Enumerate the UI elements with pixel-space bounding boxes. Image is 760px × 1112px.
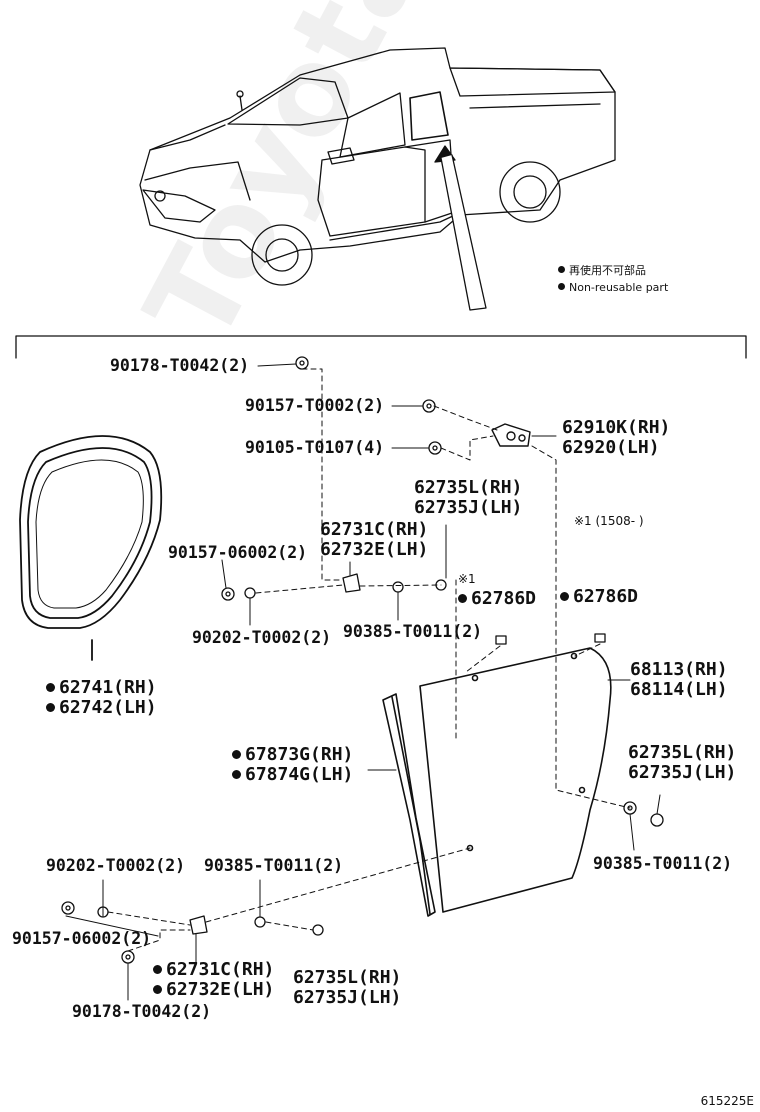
part-62910k: 62910K(RH) (562, 417, 671, 438)
part-label-62731c-a[interactable]: 62731C(RH) 62732E(LH) (320, 520, 428, 560)
part-label-62910k-62920[interactable]: 62910K(RH) 62920(LH) (562, 418, 670, 458)
part-62735l-b: 62735L(RH) (628, 742, 737, 763)
part-62732e-a: 62732E(LH) (320, 539, 429, 560)
part-62735j-a: 62735J(LH) (414, 497, 523, 518)
part-62731c-a: 62731C(RH) (320, 519, 429, 540)
part-label-90385-b[interactable]: 90385-T0011(2) (593, 854, 733, 873)
part-label-62731c-b[interactable]: 62731C(RH) 62732E(LH) (153, 960, 274, 1000)
part-62731c-b: 62731C(RH) (153, 960, 274, 980)
non-reusable-dot-icon (153, 965, 162, 974)
legend-en-text: Non-reusable part (569, 281, 669, 294)
dashed-assembly-lines (107, 368, 631, 952)
part-label-62786d-b[interactable]: 62786D (560, 587, 638, 607)
legend-en: Non-reusable part (558, 281, 668, 294)
part-62735j-b: 62735J(LH) (628, 762, 737, 783)
part-label-90157-06002-a[interactable]: 90157-06002(2) (168, 543, 308, 562)
non-reusable-dot-icon (153, 985, 162, 994)
part-label-90105[interactable]: 90105-T0107(4) (245, 438, 385, 457)
part-67873g: 67873G(RH) (232, 745, 353, 765)
non-reusable-dot-icon (232, 770, 241, 779)
note-text: ※1 (1508- ) (574, 514, 644, 528)
part-68114: 68114(LH) (630, 679, 728, 700)
non-reusable-dot-icon (46, 703, 55, 712)
part-62735l-a: 62735L(RH) (414, 477, 523, 498)
part-label-62735-a[interactable]: 62735L(RH) 62735J(LH) (414, 478, 522, 518)
part-label-62786d-a[interactable]: 62786D (458, 589, 536, 609)
part-label-90202-a[interactable]: 90202-T0002(2) (192, 628, 332, 647)
part-67874g: 67874G(LH) (232, 765, 353, 785)
part-label-67873g-67874g[interactable]: 67873G(RH) 67874G(LH) (232, 745, 353, 785)
non-reusable-dot-icon (46, 683, 55, 692)
part-68113: 68113(RH) (630, 659, 728, 680)
part-label-90157-06002-b[interactable]: 90157-06002(2) (12, 929, 152, 948)
part-label-90385-a[interactable]: 90385-T0011(2) (343, 622, 483, 641)
non-reusable-dot-icon (558, 283, 565, 290)
part-62732e-b: 62732E(LH) (153, 980, 274, 1000)
part-label-62735-b[interactable]: 62735L(RH) 62735J(LH) (628, 743, 736, 783)
non-reusable-dot-icon (558, 266, 565, 273)
door-glass-part (419, 647, 612, 913)
part-62742: 62742(LH) (46, 698, 157, 718)
part-62786d-b: 62786D (573, 586, 639, 607)
part-62741: 62741(RH) (46, 678, 157, 698)
legend-jp-text: 再使用不可部品 (569, 264, 646, 277)
part-label-90178-bottom[interactable]: 90178-T0042(2) (72, 1002, 212, 1021)
division-bar-part (382, 693, 436, 917)
non-reusable-dot-icon (232, 750, 241, 759)
part-label-62735-c[interactable]: 62735L(RH) 62735J(LH) (293, 968, 401, 1008)
part-label-62741-62742[interactable]: 62741(RH) 62742(LH) (46, 678, 157, 718)
part-label-68113-68114[interactable]: 68113(RH) 68114(LH) (630, 660, 728, 700)
part-62735j-c: 62735J(LH) (293, 987, 402, 1008)
part-62735l-c: 62735L(RH) (293, 967, 402, 988)
part-62920: 62920(LH) (562, 437, 660, 458)
pickup-truck-illustration (139, 47, 616, 311)
part-label-90385-c[interactable]: 90385-T0011(2) (204, 856, 344, 875)
part-label-90202-b[interactable]: 90202-T0002(2) (46, 856, 186, 875)
legend-jp: 再使用不可部品 (558, 262, 646, 278)
part-62786d-a: 62786D (471, 588, 537, 609)
weatherstrip-part (19, 435, 163, 661)
hinge-part (491, 423, 531, 447)
part-label-90157-t0002[interactable]: 90157-T0002(2) (245, 396, 385, 415)
note-mark: ※1 (458, 572, 476, 586)
leader-lines (65, 363, 661, 1001)
part-label-90178-top[interactable]: 90178-T0042(2) (110, 356, 250, 375)
group-bracket (15, 335, 747, 359)
figure-id: 615225E (700, 1094, 754, 1108)
non-reusable-dot-icon (458, 594, 467, 603)
non-reusable-dot-icon (560, 592, 569, 601)
